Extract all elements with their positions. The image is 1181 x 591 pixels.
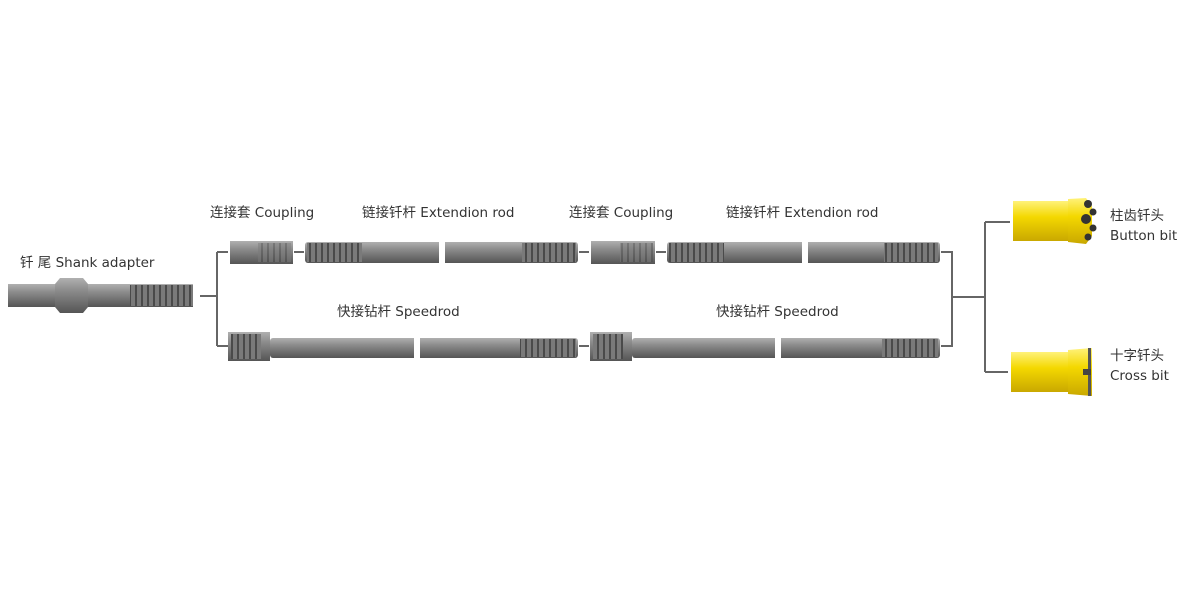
button-bit-image [1013, 198, 1097, 244]
speedrod-1-label: 快接钻杆 Speedrod [337, 304, 460, 320]
speedrod-2-image [590, 330, 940, 366]
speedrod-1-image [228, 330, 578, 366]
button-bit-label-cn: 柱齿钎头 [1110, 208, 1164, 224]
extension-rod-1-image [305, 236, 578, 269]
extension-rod-2-label: 链接钎杆 Extendion rod [726, 205, 879, 221]
cross-bit-label-cn: 十字钎头 [1110, 348, 1164, 364]
button-bit-label: 柱齿钎头 Button bit [1110, 206, 1177, 246]
button-bit-label-en: Button bit [1110, 228, 1178, 244]
coupling-1-label: 连接套 Coupling [210, 205, 315, 221]
coupling-1-image [230, 241, 293, 264]
speedrod-2-label: 快接钻杆 Speedrod [716, 304, 839, 320]
coupling-2-image [591, 241, 655, 264]
coupling-2-label: 连接套 Coupling [569, 205, 674, 221]
shank-adapter-image [8, 278, 193, 313]
cross-bit-image [1011, 348, 1092, 396]
connector-lines [200, 221, 1010, 373]
cross-bit-label: 十字钎头 Cross bit [1110, 346, 1169, 386]
shank-adapter-label: 钎 尾 Shank adapter [20, 255, 155, 271]
extension-rod-1-label: 链接钎杆 Extendion rod [362, 205, 515, 221]
extension-rod-2-image [667, 236, 940, 269]
cross-bit-label-en: Cross bit [1110, 368, 1169, 384]
